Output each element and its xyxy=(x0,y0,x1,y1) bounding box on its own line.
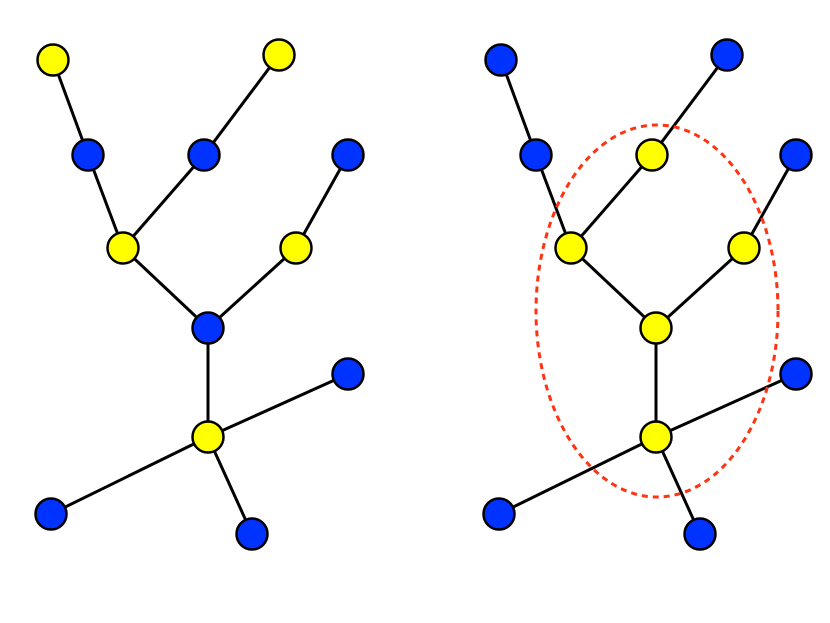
node-k-blue xyxy=(34,497,68,531)
node-l-blue xyxy=(683,517,717,551)
edge-j-k xyxy=(498,435,657,516)
right-graph xyxy=(482,38,813,551)
node-a-yellow xyxy=(36,43,70,77)
edge-a-b xyxy=(51,59,90,156)
edge-f-h xyxy=(569,246,658,330)
edge-f-h xyxy=(121,246,210,330)
node-h-yellow xyxy=(639,311,673,345)
edge-c-d xyxy=(202,54,281,156)
node-d-yellow xyxy=(635,138,669,172)
node-j-yellow xyxy=(191,420,225,454)
highlight-ellipse xyxy=(534,123,780,499)
edge-e-g xyxy=(742,154,798,249)
node-g-yellow xyxy=(727,231,761,265)
edge-j-k xyxy=(50,435,209,516)
node-h-blue xyxy=(191,311,225,345)
left-graph xyxy=(34,38,365,551)
edge-j-i xyxy=(655,372,797,439)
node-k-blue xyxy=(482,497,516,531)
edge-j-l xyxy=(206,436,254,535)
node-f-yellow xyxy=(106,231,140,265)
node-l-blue xyxy=(235,517,269,551)
edge-j-i xyxy=(207,372,349,439)
node-b-blue xyxy=(519,138,553,172)
edge-d-f xyxy=(569,154,654,249)
node-b-blue xyxy=(71,138,105,172)
node-i-blue xyxy=(779,357,813,391)
node-c-blue xyxy=(710,38,744,72)
node-e-blue xyxy=(779,138,813,172)
edge-a-b xyxy=(499,59,538,156)
node-g-yellow xyxy=(279,231,313,265)
edge-j-l xyxy=(654,436,702,535)
edge-d-f xyxy=(121,154,206,249)
node-d-blue xyxy=(187,138,221,172)
node-f-yellow xyxy=(554,231,588,265)
edge-e-g xyxy=(294,154,350,249)
node-i-blue xyxy=(331,357,365,391)
node-a-blue xyxy=(484,43,518,77)
edge-g-h xyxy=(654,246,746,330)
edge-g-h xyxy=(206,246,298,330)
node-e-blue xyxy=(331,138,365,172)
node-c-yellow xyxy=(262,38,296,72)
node-j-yellow xyxy=(639,420,673,454)
edge-c-d xyxy=(650,54,729,156)
